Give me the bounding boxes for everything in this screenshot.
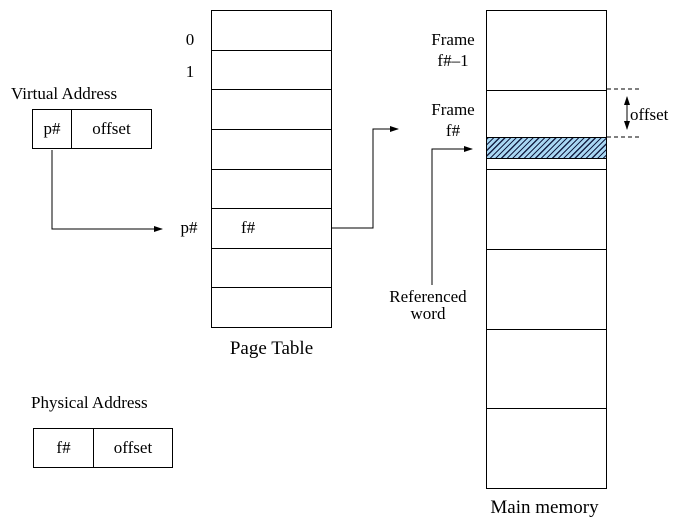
page-table-caption: Page Table — [229, 338, 314, 359]
referenced-word-label-line2: word — [410, 304, 446, 323]
physical-address-offset-cell: offset — [113, 438, 153, 457]
frame-f-label-line1: Frame — [431, 100, 475, 119]
virtual-address-box: p# offset — [32, 109, 152, 149]
frame-prev-label-line2: f#–1 — [437, 51, 469, 70]
physical-address-box: f# offset — [33, 428, 173, 468]
frame-f-label: Frame f# — [413, 99, 493, 141]
page-table-row — [212, 168, 331, 209]
page-table-to-frame-arrow — [332, 126, 399, 229]
main-memory-frame — [487, 249, 606, 329]
virtual-address-title: Virtual Address — [11, 84, 118, 103]
page-table-row — [212, 128, 331, 169]
referenced-word-label-line1: Referenced — [389, 287, 467, 306]
main-memory-frame — [487, 169, 606, 249]
main-memory-frame-f — [487, 89, 606, 170]
memory-offset-label: offset — [630, 105, 669, 124]
main-memory — [486, 10, 607, 489]
frame-prev-label: Frame f#–1 — [413, 29, 493, 71]
physical-address-title: Physical Address — [31, 393, 148, 412]
page-table-index-0: 0 — [185, 30, 195, 49]
virtual-address-offset-cell: offset — [92, 119, 131, 138]
frame-prev-label-line1: Frame — [431, 30, 475, 49]
page-table-row — [212, 287, 331, 327]
page-table-entry-row: f# — [212, 208, 331, 248]
page-table: f# — [211, 10, 332, 328]
referenced-word-arrow — [431, 146, 473, 285]
main-memory-frame — [487, 408, 606, 488]
main-memory-frame — [487, 328, 606, 409]
page-table-row — [212, 11, 331, 50]
page-table-row — [212, 49, 331, 90]
frame-f-label-line2: f# — [445, 121, 461, 140]
page-table-lookup-label: p# — [180, 218, 198, 237]
referenced-word-label: Referenced word — [378, 288, 478, 322]
page-table-index-1: 1 — [185, 62, 195, 81]
page-table-row — [212, 89, 331, 129]
physical-address-frame-cell: f# — [34, 429, 94, 467]
main-memory-frame — [487, 11, 606, 90]
main-memory-caption: Main memory — [490, 497, 599, 518]
referenced-word-band — [486, 137, 607, 159]
page-table-entry-value: f# — [241, 218, 256, 238]
virtual-address-page-cell: p# — [33, 110, 72, 148]
page-table-row — [212, 247, 331, 288]
va-to-page-table-arrow — [51, 150, 163, 232]
